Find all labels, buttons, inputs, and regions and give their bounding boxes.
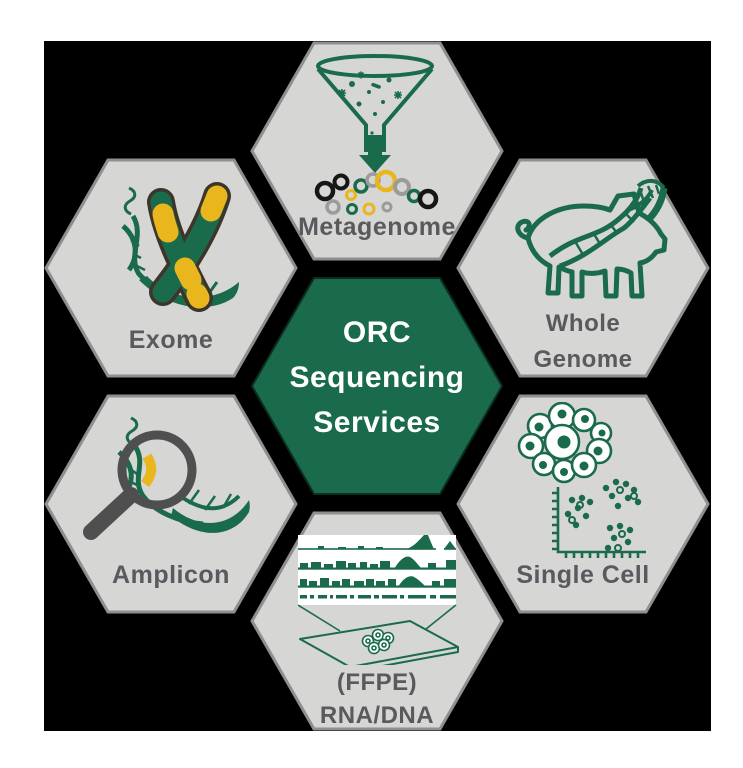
pig-outline (515, 191, 668, 299)
hexagon-metagenome: Metagenome (250, 41, 504, 261)
center-title-line-1: ORC (342, 316, 412, 349)
cell-cluster (517, 402, 613, 484)
label-line-2: RNA/DNA (319, 702, 435, 729)
pig-dna-icon (515, 179, 668, 299)
hexagon-ffpe: (FFPE) RNA/DNA (250, 511, 504, 731)
dna-helix (117, 416, 241, 527)
scatter-points (564, 478, 642, 552)
dna-ribbon (139, 276, 239, 308)
cell-cluster-scatter-plot-icon (517, 402, 646, 558)
hexagon-label: Amplicon (112, 561, 230, 589)
sorted-particles (314, 169, 439, 216)
hexagon-shape (250, 277, 504, 495)
center-title-line-3: Services (313, 406, 441, 439)
center-title: ORC Sequencing Services (250, 310, 504, 445)
tissue-cells (361, 628, 395, 655)
label-line-1: (FFPE) (336, 669, 418, 696)
hexagon-exome: Exome (44, 158, 298, 378)
hexagon-whole-genome: Whole Genome (456, 158, 710, 378)
chromosome-dna-icon (121, 182, 239, 312)
hexagon-label: Metagenome (298, 213, 456, 241)
funnel-microbes-icon (314, 54, 439, 216)
microscope-slide (299, 620, 459, 665)
dna-ribbon (171, 500, 250, 533)
center-title-line-2: Sequencing (289, 361, 465, 394)
hexagon-center-orc: ORC Sequencing Services (250, 276, 504, 496)
tissue-slide-coverage-tracks-icon (298, 535, 459, 665)
hexagon-label: Whole Genome (456, 306, 710, 378)
dna-strands (548, 179, 668, 269)
scatter-axes (552, 487, 646, 558)
coverage-tracks (298, 535, 456, 599)
down-arrow-icon (359, 135, 391, 173)
hexagon-label: (FFPE) RNA/DNA (250, 666, 504, 732)
magnifying-glass-dna-icon (83, 416, 250, 540)
microbe-stars (338, 71, 402, 99)
callout-lines (298, 604, 457, 632)
amplified-segment (140, 453, 157, 488)
magnifying-glass (83, 430, 197, 540)
label-line-2: Genome (533, 346, 633, 373)
hexagon-single-cell: Single Cell (456, 394, 710, 614)
chromosome-x (147, 182, 231, 312)
hexagon-amplicon: Amplicon (44, 394, 298, 614)
hexagon-label: Single Cell (516, 561, 650, 589)
label-line-1: Whole (545, 310, 621, 337)
hexagon-label: Exome (128, 326, 214, 354)
